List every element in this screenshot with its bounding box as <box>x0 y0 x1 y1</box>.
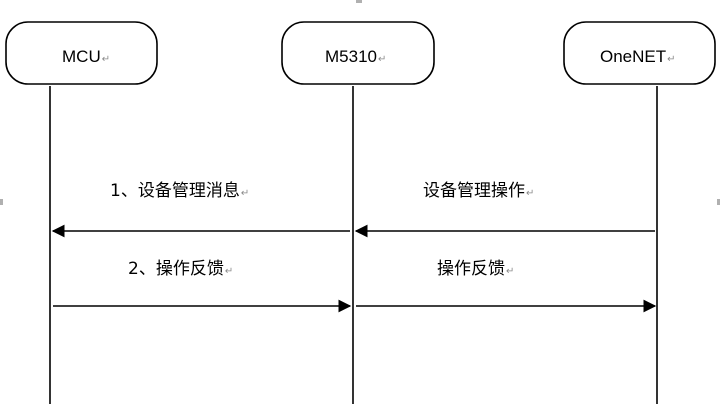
paragraph-mark-icon: ↵ <box>378 54 386 65</box>
svg-text:2、操作反馈↵: 2、操作反馈↵ <box>128 259 233 279</box>
message-label-operation-feedback-2: 操作反馈 <box>437 259 505 279</box>
actor-label-mcu: MCU <box>62 47 101 66</box>
paragraph-mark-icon: ↵ <box>102 54 110 65</box>
svg-text:1、设备管理消息↵: 1、设备管理消息↵ <box>110 181 249 201</box>
message-label-device-management-op: 设备管理操作 <box>423 181 525 201</box>
actor-label-onenet: OneNET <box>600 47 666 66</box>
edge-tick-top <box>356 0 362 3</box>
svg-text:MCU↵: MCU↵ <box>62 47 110 66</box>
message-label-operation-feedback-1: 2、操作反馈 <box>128 259 224 279</box>
actor-box-onenet <box>563 21 716 85</box>
edge-tick-left <box>0 199 3 205</box>
edge-tick-right <box>717 199 720 205</box>
actor-onenet: OneNET↵ <box>563 21 716 85</box>
actor-box-mcu <box>5 21 158 85</box>
actor-box-m5310 <box>281 21 435 85</box>
paragraph-mark-icon: ↵ <box>225 266 233 277</box>
message-operation-feedback-2: 操作反馈↵ <box>356 259 657 313</box>
paragraph-mark-icon: ↵ <box>506 266 514 277</box>
message-device-management-msg: 1、设备管理消息↵ <box>51 181 350 238</box>
paragraph-mark-icon: ↵ <box>667 54 675 65</box>
svg-text:OneNET↵: OneNET↵ <box>600 47 676 66</box>
actor-mcu: MCU↵ <box>5 21 158 85</box>
message-device-management-op: 设备管理操作↵ <box>354 181 655 238</box>
message-operation-feedback-1: 2、操作反馈↵ <box>53 259 352 313</box>
actor-label-m5310: M5310 <box>325 47 377 66</box>
actor-m5310: M5310↵ <box>281 21 435 85</box>
paragraph-mark-icon: ↵ <box>526 188 534 199</box>
svg-text:M5310↵: M5310↵ <box>325 47 386 66</box>
paragraph-mark-icon: ↵ <box>241 188 249 199</box>
svg-text:设备管理操作↵: 设备管理操作↵ <box>423 181 534 201</box>
message-label-device-management-msg: 1、设备管理消息 <box>110 181 240 201</box>
svg-text:操作反馈↵: 操作反馈↵ <box>437 259 514 279</box>
